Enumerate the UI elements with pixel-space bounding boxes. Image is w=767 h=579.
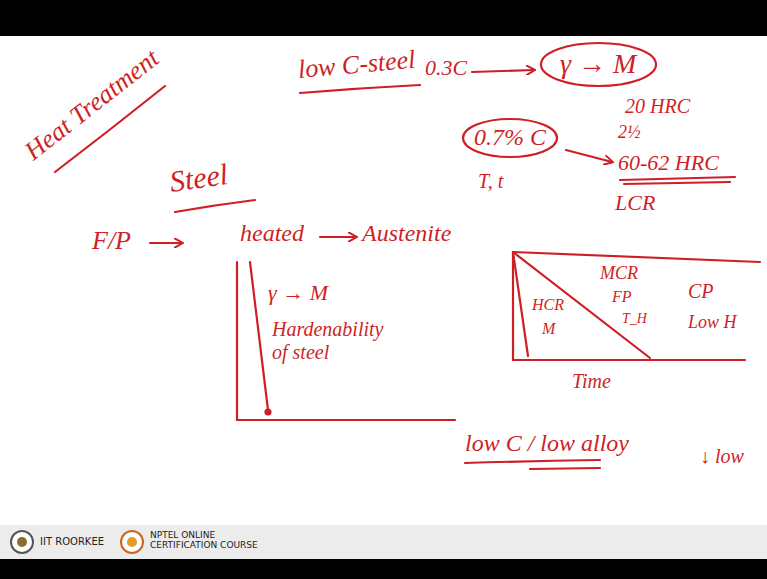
hardness-value: 60-62 HRC	[618, 150, 719, 175]
underline	[620, 177, 735, 180]
phase-label: T_H	[622, 311, 647, 327]
underline	[624, 182, 730, 184]
phase-label: Austenite	[362, 220, 451, 248]
nptel-logo-core	[127, 537, 137, 547]
nptel-logo	[121, 531, 143, 553]
ellipse-outline	[463, 119, 557, 157]
arrow	[320, 236, 356, 238]
ellipse-outline	[541, 43, 656, 86]
cooling-curve	[513, 252, 760, 262]
note: Hardenability of steel	[272, 318, 397, 364]
phase-label: M	[542, 320, 555, 338]
axis	[513, 252, 745, 360]
hardness-value: 20 HRC	[625, 95, 690, 118]
phase-label: Low H	[688, 312, 737, 333]
institute-logo-core	[17, 537, 27, 547]
dot	[266, 410, 271, 415]
arrow	[566, 150, 612, 162]
footer-bar	[0, 525, 767, 559]
node-text: 0.7% C	[474, 124, 546, 152]
note: ↓ low	[700, 445, 744, 468]
bottom-bar	[0, 559, 767, 579]
cooling-curve	[513, 252, 528, 356]
note: γ → M	[268, 280, 328, 305]
axis-label: Time	[572, 370, 611, 393]
note: 2½	[618, 122, 641, 143]
note: T, t	[478, 170, 503, 193]
note: low C / low alloy	[465, 430, 629, 458]
node-text: γ → M	[560, 48, 637, 80]
note: heated	[240, 220, 304, 248]
phase-label: FP	[612, 288, 632, 306]
circled-note: 0.7% C	[462, 118, 558, 158]
phase-label: F/P	[92, 226, 131, 256]
pointer-line	[250, 262, 268, 410]
arrow	[472, 70, 534, 72]
footer-text: IIT ROORKEE	[40, 536, 104, 548]
top-bar	[0, 0, 767, 36]
note: 0.3C	[425, 55, 467, 80]
underline	[465, 460, 600, 463]
footer-text: NPTEL ONLINE CERTIFICATION COURSE	[150, 530, 265, 551]
underline	[530, 468, 600, 469]
cooling-curve	[513, 252, 650, 358]
cooling-rate: HCR	[532, 296, 564, 314]
axis	[237, 262, 455, 420]
note: low C-steel	[297, 45, 417, 85]
cooling-rate: LCR	[615, 190, 655, 215]
institute-logo	[11, 531, 33, 553]
phase-label: CP	[688, 280, 714, 303]
underline	[300, 85, 420, 93]
underline	[175, 200, 255, 212]
title: Heat Treatment	[19, 43, 165, 166]
circled-note: γ → M	[540, 42, 657, 87]
arrow	[150, 242, 182, 244]
heading: Steel	[168, 157, 231, 199]
cooling-rate: MCR	[600, 263, 638, 284]
